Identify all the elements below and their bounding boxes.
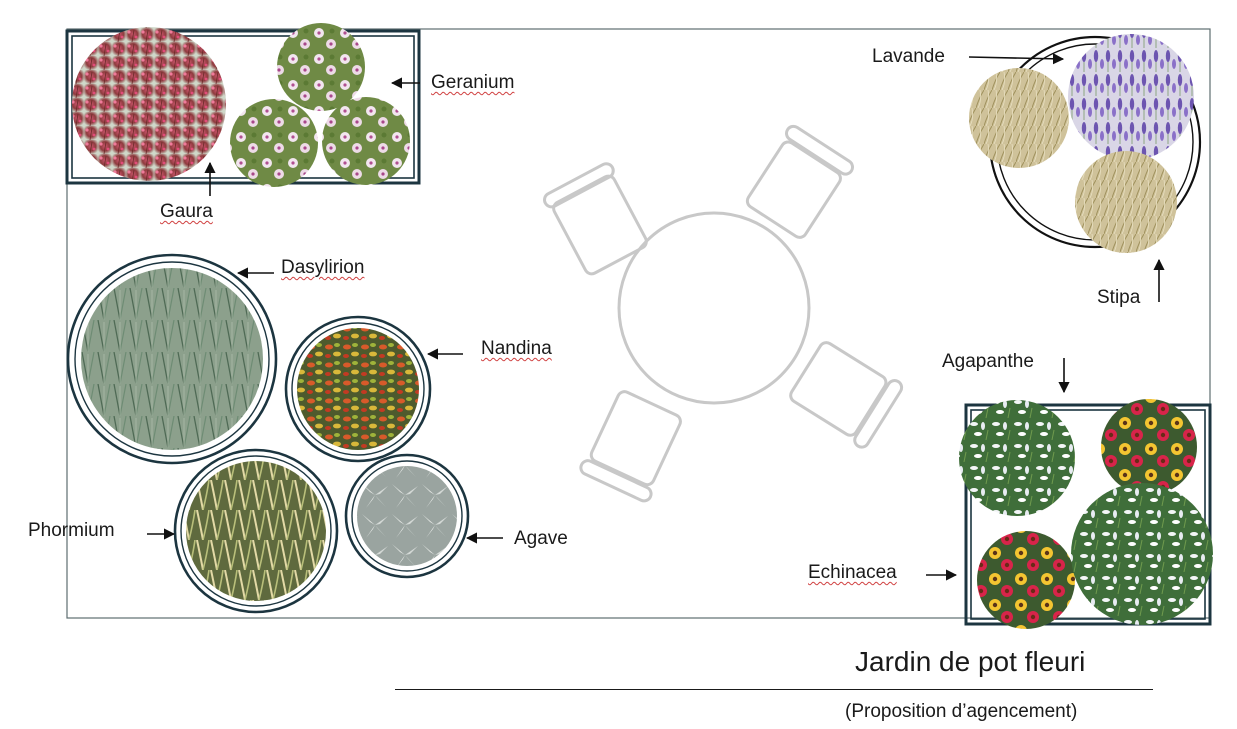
lavande-photo xyxy=(1068,34,1194,160)
label-stipa: Stipa xyxy=(1097,287,1141,308)
arrow-lavande xyxy=(968,53,1065,65)
title-divider xyxy=(395,689,1153,690)
gaura-photo xyxy=(72,27,226,181)
table-and-chairs-sketch xyxy=(543,124,904,503)
pot-dasylirion xyxy=(66,253,278,465)
phormium-photo xyxy=(186,461,326,601)
label-gaura: Gaura xyxy=(160,201,213,222)
planter-gaura-geranium xyxy=(65,23,421,187)
label-dasylirion: Dasylirion xyxy=(281,257,365,278)
chair-top-right xyxy=(745,124,855,239)
label-echinacea: Echinacea xyxy=(808,562,897,583)
agapanthe-photo-1 xyxy=(959,400,1075,516)
label-geranium: Geranium xyxy=(431,72,515,93)
planter-agapanthe-echinacea xyxy=(959,399,1213,629)
label-agapanthe: Agapanthe xyxy=(942,351,1034,372)
label-agave: Agave xyxy=(514,528,568,549)
geranium-photo-2 xyxy=(230,99,318,187)
dasylirion-photo xyxy=(81,268,263,450)
geranium-photo-1 xyxy=(277,23,365,111)
garden-boundary xyxy=(66,28,1211,619)
chair-bottom-left xyxy=(579,390,682,503)
echinacea-photo-2 xyxy=(977,531,1075,629)
label-nandina: Nandina xyxy=(481,338,552,359)
label-phormium: Phormium xyxy=(28,520,115,541)
geranium-photo-3 xyxy=(322,97,410,185)
label-lavande: Lavande xyxy=(872,46,945,67)
label-arrows xyxy=(147,53,1165,581)
echinacea-photo-1 xyxy=(1101,399,1197,495)
page-title: Jardin de pot fleuri xyxy=(855,646,1086,677)
agave-photo xyxy=(357,466,457,566)
pot-agave xyxy=(344,453,470,579)
stipa-photo-1 xyxy=(969,68,1069,168)
pot-phormium xyxy=(173,448,339,614)
stipa-photo-2 xyxy=(1075,151,1177,253)
chair-top-left xyxy=(543,162,648,276)
agapanthe-photo-2 xyxy=(1071,483,1213,625)
chair-bottom-right xyxy=(789,341,904,449)
nandina-photo xyxy=(297,328,419,450)
planter-lavande-stipa xyxy=(969,34,1202,253)
table xyxy=(617,211,811,405)
page-subtitle: (Proposition d’agencement) xyxy=(845,701,1078,722)
pot-nandina xyxy=(284,315,432,463)
